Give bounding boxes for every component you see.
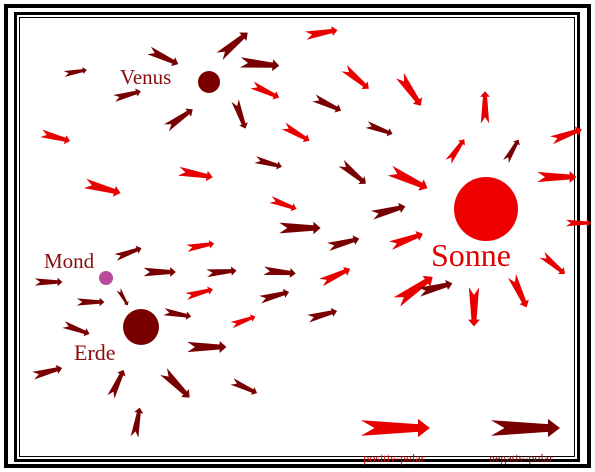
negative-arrow: [230, 378, 259, 397]
positive-arrow: [537, 171, 576, 183]
negative-arrow: [240, 56, 280, 71]
positive-arrow: [84, 178, 122, 198]
negative-arrow: [371, 201, 407, 220]
positive-arrow: [305, 25, 338, 40]
negative-arrow: [259, 288, 290, 305]
positive-arrow: [186, 239, 215, 252]
negative-arrow: [116, 288, 130, 307]
positive-arrow: [178, 166, 214, 182]
earth-label: Erde: [74, 340, 116, 365]
positive-arrow: [250, 81, 281, 102]
legend-positive-label: positiv-polar: [363, 451, 424, 465]
positive-arrow: [507, 274, 531, 310]
positive-arrow: [539, 251, 568, 277]
negative-arrow: [77, 298, 105, 306]
negative-arrow: [64, 66, 88, 77]
negative-arrow: [163, 308, 192, 321]
positive-arrow: [319, 264, 352, 286]
negative-arrow: [338, 159, 369, 187]
positive-arrow: [566, 219, 591, 227]
negative-arrow: [254, 156, 283, 171]
positive-arrow: [445, 137, 468, 164]
negative-arrow: [130, 407, 144, 438]
positive-arrow: [269, 196, 298, 213]
earth-planet: [123, 309, 159, 345]
negative-arrow: [231, 99, 250, 130]
venus-planet: [198, 71, 220, 93]
legend-negative-label: negativ-polar: [489, 451, 553, 465]
positive-arrow: [40, 129, 71, 146]
moon-label: Mond: [44, 249, 95, 273]
sun-disc: [454, 177, 518, 241]
positive-arrow: [341, 64, 372, 92]
legend: positiv-polar negativ-polar: [361, 419, 560, 465]
positive-arrow: [395, 72, 425, 109]
negative-arrow: [365, 121, 394, 138]
negative-arrow: [160, 368, 194, 402]
negative-arrow: [187, 341, 226, 353]
negative-arrow: [107, 368, 128, 399]
legend-positive-arrow: [361, 419, 430, 437]
negative-arrow: [32, 364, 63, 381]
negative-arrow: [35, 278, 63, 286]
positive-arrow: [185, 285, 214, 300]
positive-arrow: [468, 287, 480, 326]
negative-arrow: [206, 266, 237, 278]
negative-arrow: [503, 138, 522, 164]
negative-arrow: [62, 321, 91, 338]
negative-arrow: [312, 94, 343, 115]
negative-arrow: [144, 267, 176, 277]
negative-arrow: [279, 222, 320, 235]
legend-negative-arrow: [491, 419, 560, 437]
negative-arrow: [113, 87, 142, 102]
negative-arrow: [327, 234, 361, 252]
negative-arrow: [164, 105, 196, 131]
negative-arrow: [216, 28, 251, 60]
positive-arrow: [480, 91, 490, 123]
negative-arrow: [114, 244, 143, 261]
negative-arrow: [307, 307, 338, 324]
positive-arrow: [230, 313, 256, 329]
positive-arrow: [550, 125, 584, 145]
positive-arrow: [281, 122, 311, 145]
moon-body: [99, 271, 113, 285]
sun-label: Sonne: [431, 237, 511, 273]
positive-arrow: [389, 229, 425, 251]
positive-arrow: [387, 165, 430, 194]
negative-arrow: [263, 266, 296, 279]
venus-label: Venus: [120, 65, 171, 89]
